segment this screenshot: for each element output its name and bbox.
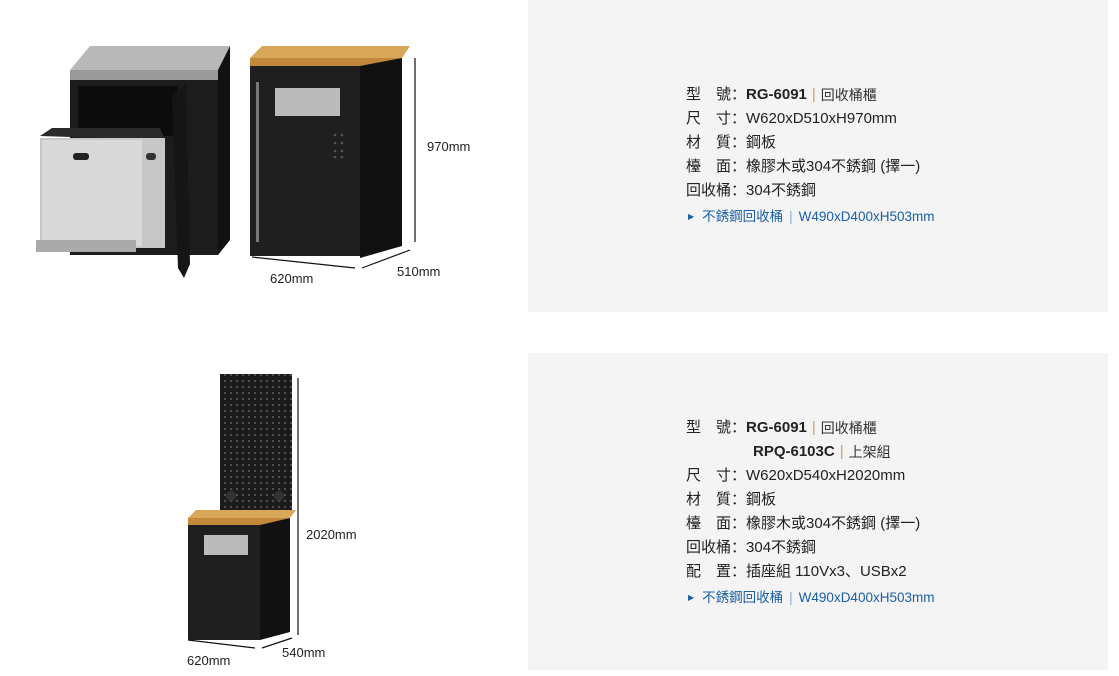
spec-size: 尺 寸：W620xD540xH2020mm [686,464,934,488]
divider: | [811,86,816,103]
spec-panel-rg-6091: 型 號：RG-6091|回收桶櫃 尺 寸：W620xD510xH970mm 材 … [528,0,1108,312]
spec-label: 材 質： [686,491,747,508]
spec-label: 型 號： [686,86,747,103]
spec-label: 回收桶： [686,182,747,199]
bin-link[interactable]: ▶ 不銹鋼回收桶 | W490xD400xH503mm [686,205,934,229]
divider: | [789,209,793,224]
spec-list: 型 號：RG-6091|回收桶櫃 尺 寸：W620xD510xH970mm 材 … [686,83,934,229]
model-description: 回收桶櫃 [820,420,877,436]
spec-panel-rg-6091-rpq-6103c: 型 號：RG-6091|回收桶櫃 RPQ-6103C|上架組 尺 寸：W620x… [528,353,1108,670]
spec-bin: 回收桶：304不銹鋼 [686,536,934,560]
spec-model-2: RPQ-6103C|上架組 [686,440,934,464]
spec-list: 型 號：RG-6091|回收桶櫃 RPQ-6103C|上架組 尺 寸：W620x… [686,416,934,610]
spec-label: 尺 寸： [686,110,747,127]
caret-right-icon: ▶ [688,593,695,602]
spec-label: 型 號： [686,419,747,436]
link-size[interactable]: W490xD400xH503mm [798,209,935,224]
link-name[interactable]: 不銹鋼回收桶 [702,209,784,224]
width-dimension: 620mm [270,271,314,286]
spec-size: 尺 寸：W620xD510xH970mm [686,107,934,131]
spec-value: 304不銹鋼 [746,539,817,556]
model-number: RPQ-6103C [753,443,835,460]
spec-label: 回收桶： [686,539,747,556]
model-number: RG-6091 [746,419,807,436]
spec-top: 檯 面：橡膠木或304不銹鋼 (擇一) [686,512,934,536]
spec-material: 材 質：鋼板 [686,488,934,512]
link-size[interactable]: W490xD400xH503mm [798,590,935,605]
spec-label: 材 質： [686,134,747,151]
spec-value: W620xD510xH970mm [746,110,897,127]
cabinet-illustration [36,46,416,278]
divider: | [789,590,793,605]
depth-dimension: 540mm [282,645,326,660]
spec-value: 插座組 110Vx3、USBx2 [746,563,907,580]
spec-bin: 回收桶：304不銹鋼 [686,179,934,203]
spec-label: 檯 面： [686,158,747,175]
spec-label: 尺 寸： [686,467,747,484]
spec-value: 橡膠木或304不銹鋼 (擇一) [746,515,921,532]
spec-label: 配 置： [686,563,747,580]
spec-config: 配 置：插座組 110Vx3、USBx2 [686,560,934,584]
cabinet-with-pegboard-illustration [187,374,299,649]
height-dimension: 970mm [427,139,471,154]
model-number: RG-6091 [746,86,807,103]
link-name[interactable]: 不銹鋼回收桶 [702,590,784,605]
spec-label: 檯 面： [686,515,747,532]
divider: | [839,443,844,460]
spec-value: 鋼板 [746,491,777,508]
spec-top: 檯 面：橡膠木或304不銹鋼 (擇一) [686,155,934,179]
spec-model: 型 號：RG-6091|回收桶櫃 [686,83,934,107]
height-dimension: 2020mm [306,527,357,542]
caret-right-icon: ▶ [688,212,695,221]
model-description: 上架組 [848,444,891,460]
spec-value: 橡膠木或304不銹鋼 (擇一) [746,158,921,175]
spec-material: 材 質：鋼板 [686,131,934,155]
depth-dimension: 510mm [397,264,441,279]
bin-link[interactable]: ▶ 不銹鋼回收桶 | W490xD400xH503mm [686,586,934,610]
spec-model: 型 號：RG-6091|回收桶櫃 [686,416,934,440]
width-dimension: 620mm [187,653,231,668]
divider: | [811,419,816,436]
model-description: 回收桶櫃 [820,87,877,103]
spec-value: 304不銹鋼 [746,182,817,199]
spec-value: W620xD540xH2020mm [746,467,906,484]
spec-value: 鋼板 [746,134,777,151]
